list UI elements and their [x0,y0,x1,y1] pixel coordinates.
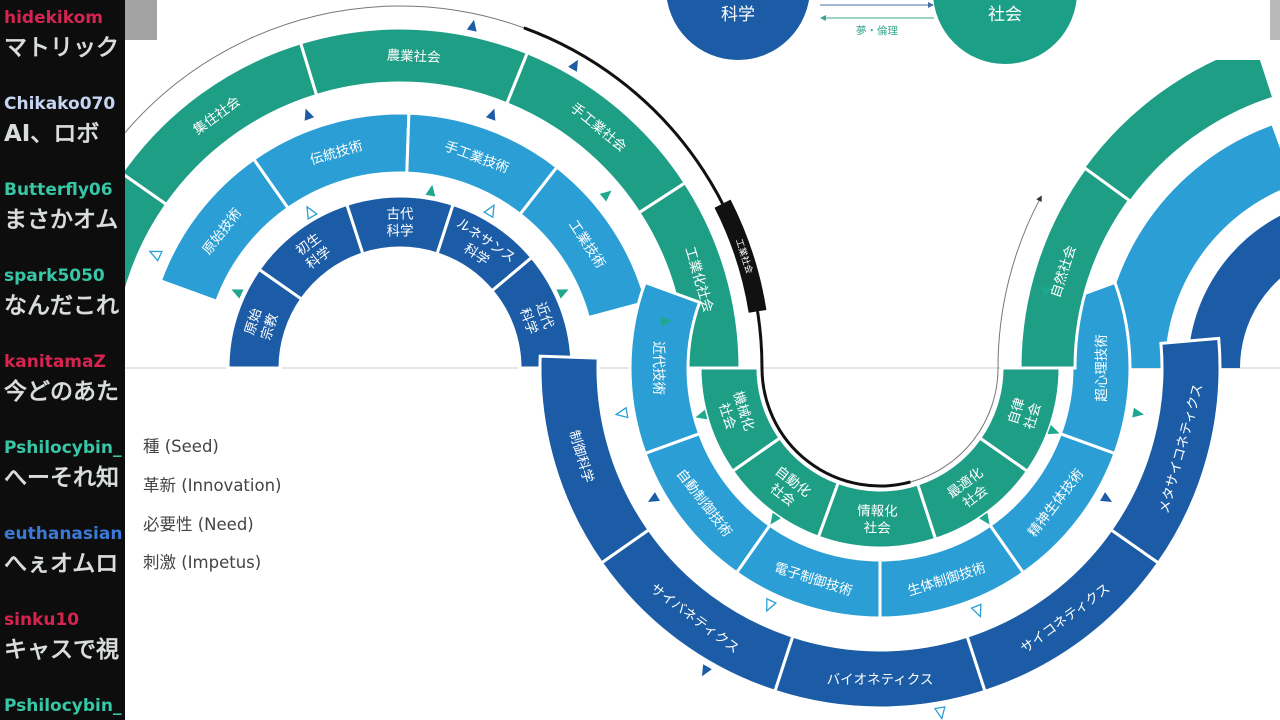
innovation-triangle-icon [485,108,496,121]
diagram-area: 科学 社会 夢・倫理 原始宗教初生科学古代科学ルネサンス科学近代科学原始技術伝統… [125,0,1280,720]
chat-username: Pshilocybin_ [4,438,122,458]
chat-message: hidekikom マトリック [4,8,119,62]
seed-triangle-icon [231,289,244,299]
innovation-triangle-icon [466,19,477,32]
segment-label: 情報化社会 [857,503,898,537]
left-science-ring: 原始宗教初生科学古代科学ルネサンス科学近代科学 [226,194,574,370]
chat-text: AI、ロボ [4,121,100,147]
seed-triangle-icon [1047,424,1060,435]
seed-triangle-icon [695,409,708,420]
innovation-triangle-icon [702,664,712,677]
chat-username: sinku10 [4,610,80,630]
faded-technology-arc [1102,125,1280,368]
society-circle [933,0,1077,64]
innovation-triangle-icon [647,492,660,502]
chat-message: Pshilocybin_ [4,696,121,720]
timeline-future [997,195,1042,369]
society-circle-label: 社会 [988,5,1022,25]
timeline-future [910,367,999,483]
chat-message: kanitamaZ 今どのあた [4,352,119,406]
need-triangle-icon [482,203,495,219]
grey-tab [125,0,157,40]
science-circle [667,0,809,60]
need-triangle-icon [933,706,946,720]
segment-label: 超心理技術 [1094,334,1110,402]
arrow-head-right [928,2,934,8]
seed-triangle-icon [660,317,672,327]
seed-triangle-icon [1132,407,1144,418]
science-circle-label: 科学 [721,5,755,25]
segment-label: 原始宗教 [242,306,282,342]
legend-innovation: 革新 (Innovation) [143,476,282,495]
chat-message: Butterfly06 まさかオム [4,180,118,234]
need-triangle-icon [148,250,163,262]
chat-text: マトリック [4,35,119,61]
timeline-current [760,367,911,488]
chat-text: キャスで視 [4,637,119,663]
legend-impetus: 刺激 (Impetus) [143,553,262,572]
seed-triangle-icon [1041,287,1054,297]
need-triangle-icon [970,603,982,618]
arrow-label: 夢・倫理 [856,24,898,37]
seed-triangle-icon [556,289,569,299]
next-society-ring: 自然社会 [1018,166,1132,370]
chat-text: へーそれ知 [4,465,119,491]
segment-label: 自律社会 [1005,396,1045,432]
legend-need: 必要性 (Need) [143,515,254,534]
chat-message: Pshilocybin_ へーそれ知 [4,438,121,492]
segment-society[interactable] [1018,166,1132,370]
timeline-past [125,5,524,134]
chat-text: なんだこれ [4,293,119,319]
seed-triangle-icon [425,184,436,197]
industrial-society-marker [714,199,767,313]
segment-label: 農業社会 [386,48,441,66]
need-triangle-icon [766,597,778,613]
right-technology-ring: 近代技術自動制御技術電子制御技術生体制御技術精神生体技術超心理技術 [628,280,1132,620]
seed-triangle-icon [599,190,612,202]
chat-text: へぇオムロ [4,551,119,577]
chat-message: sinku10 キャスで視 [4,610,119,664]
sinic-theory-diagram: 科学 社会 夢・倫理 原始宗教初生科学古代科学ルネサンス科学近代科学原始技術伝統… [125,0,1280,720]
innovation-triangle-icon [304,108,315,121]
chat-username: euthanasian [4,524,123,544]
chat-message: euthanasian へぇオムロ [4,524,122,578]
segment-label: 近代技術 [650,341,666,395]
chat-username: kanitamaZ [4,352,106,372]
segment-science[interactable] [1108,336,1222,566]
chat-username: Pshilocybin_ [4,696,122,716]
chat-username: hidekikom [4,8,104,28]
chat-text: 今どのあた [4,379,119,405]
chat-username: Butterfly06 [4,180,113,200]
segment-label: 古代科学 [387,207,414,240]
segment-label: 機械化社会 [713,389,757,438]
need-triangle-icon [306,205,319,221]
innovation-triangle-icon [1100,492,1113,502]
chat-text: まさかオム [4,207,119,233]
innovation-triangle-icon [568,59,578,72]
chat-message: spark5050 なんだこれ [4,266,119,320]
legend-seed: 種 (Seed) [143,437,219,456]
faded-science-arc [1188,215,1280,368]
faded-society-arc [1084,44,1272,201]
left-technology-ring: 原始技術伝統技術手工業技術工業技術 [158,111,649,320]
seed-triangle-icon [770,512,781,525]
chat-username: Chikako070 [4,94,116,114]
segment-society[interactable] [298,26,530,106]
scrollbar[interactable] [1270,0,1280,40]
seed-triangle-icon [979,512,990,525]
arrow-head-left [820,15,826,21]
chat-username: spark5050 [4,266,105,286]
segment-label: バイオネティクス [827,672,934,688]
need-triangle-icon [614,406,629,419]
